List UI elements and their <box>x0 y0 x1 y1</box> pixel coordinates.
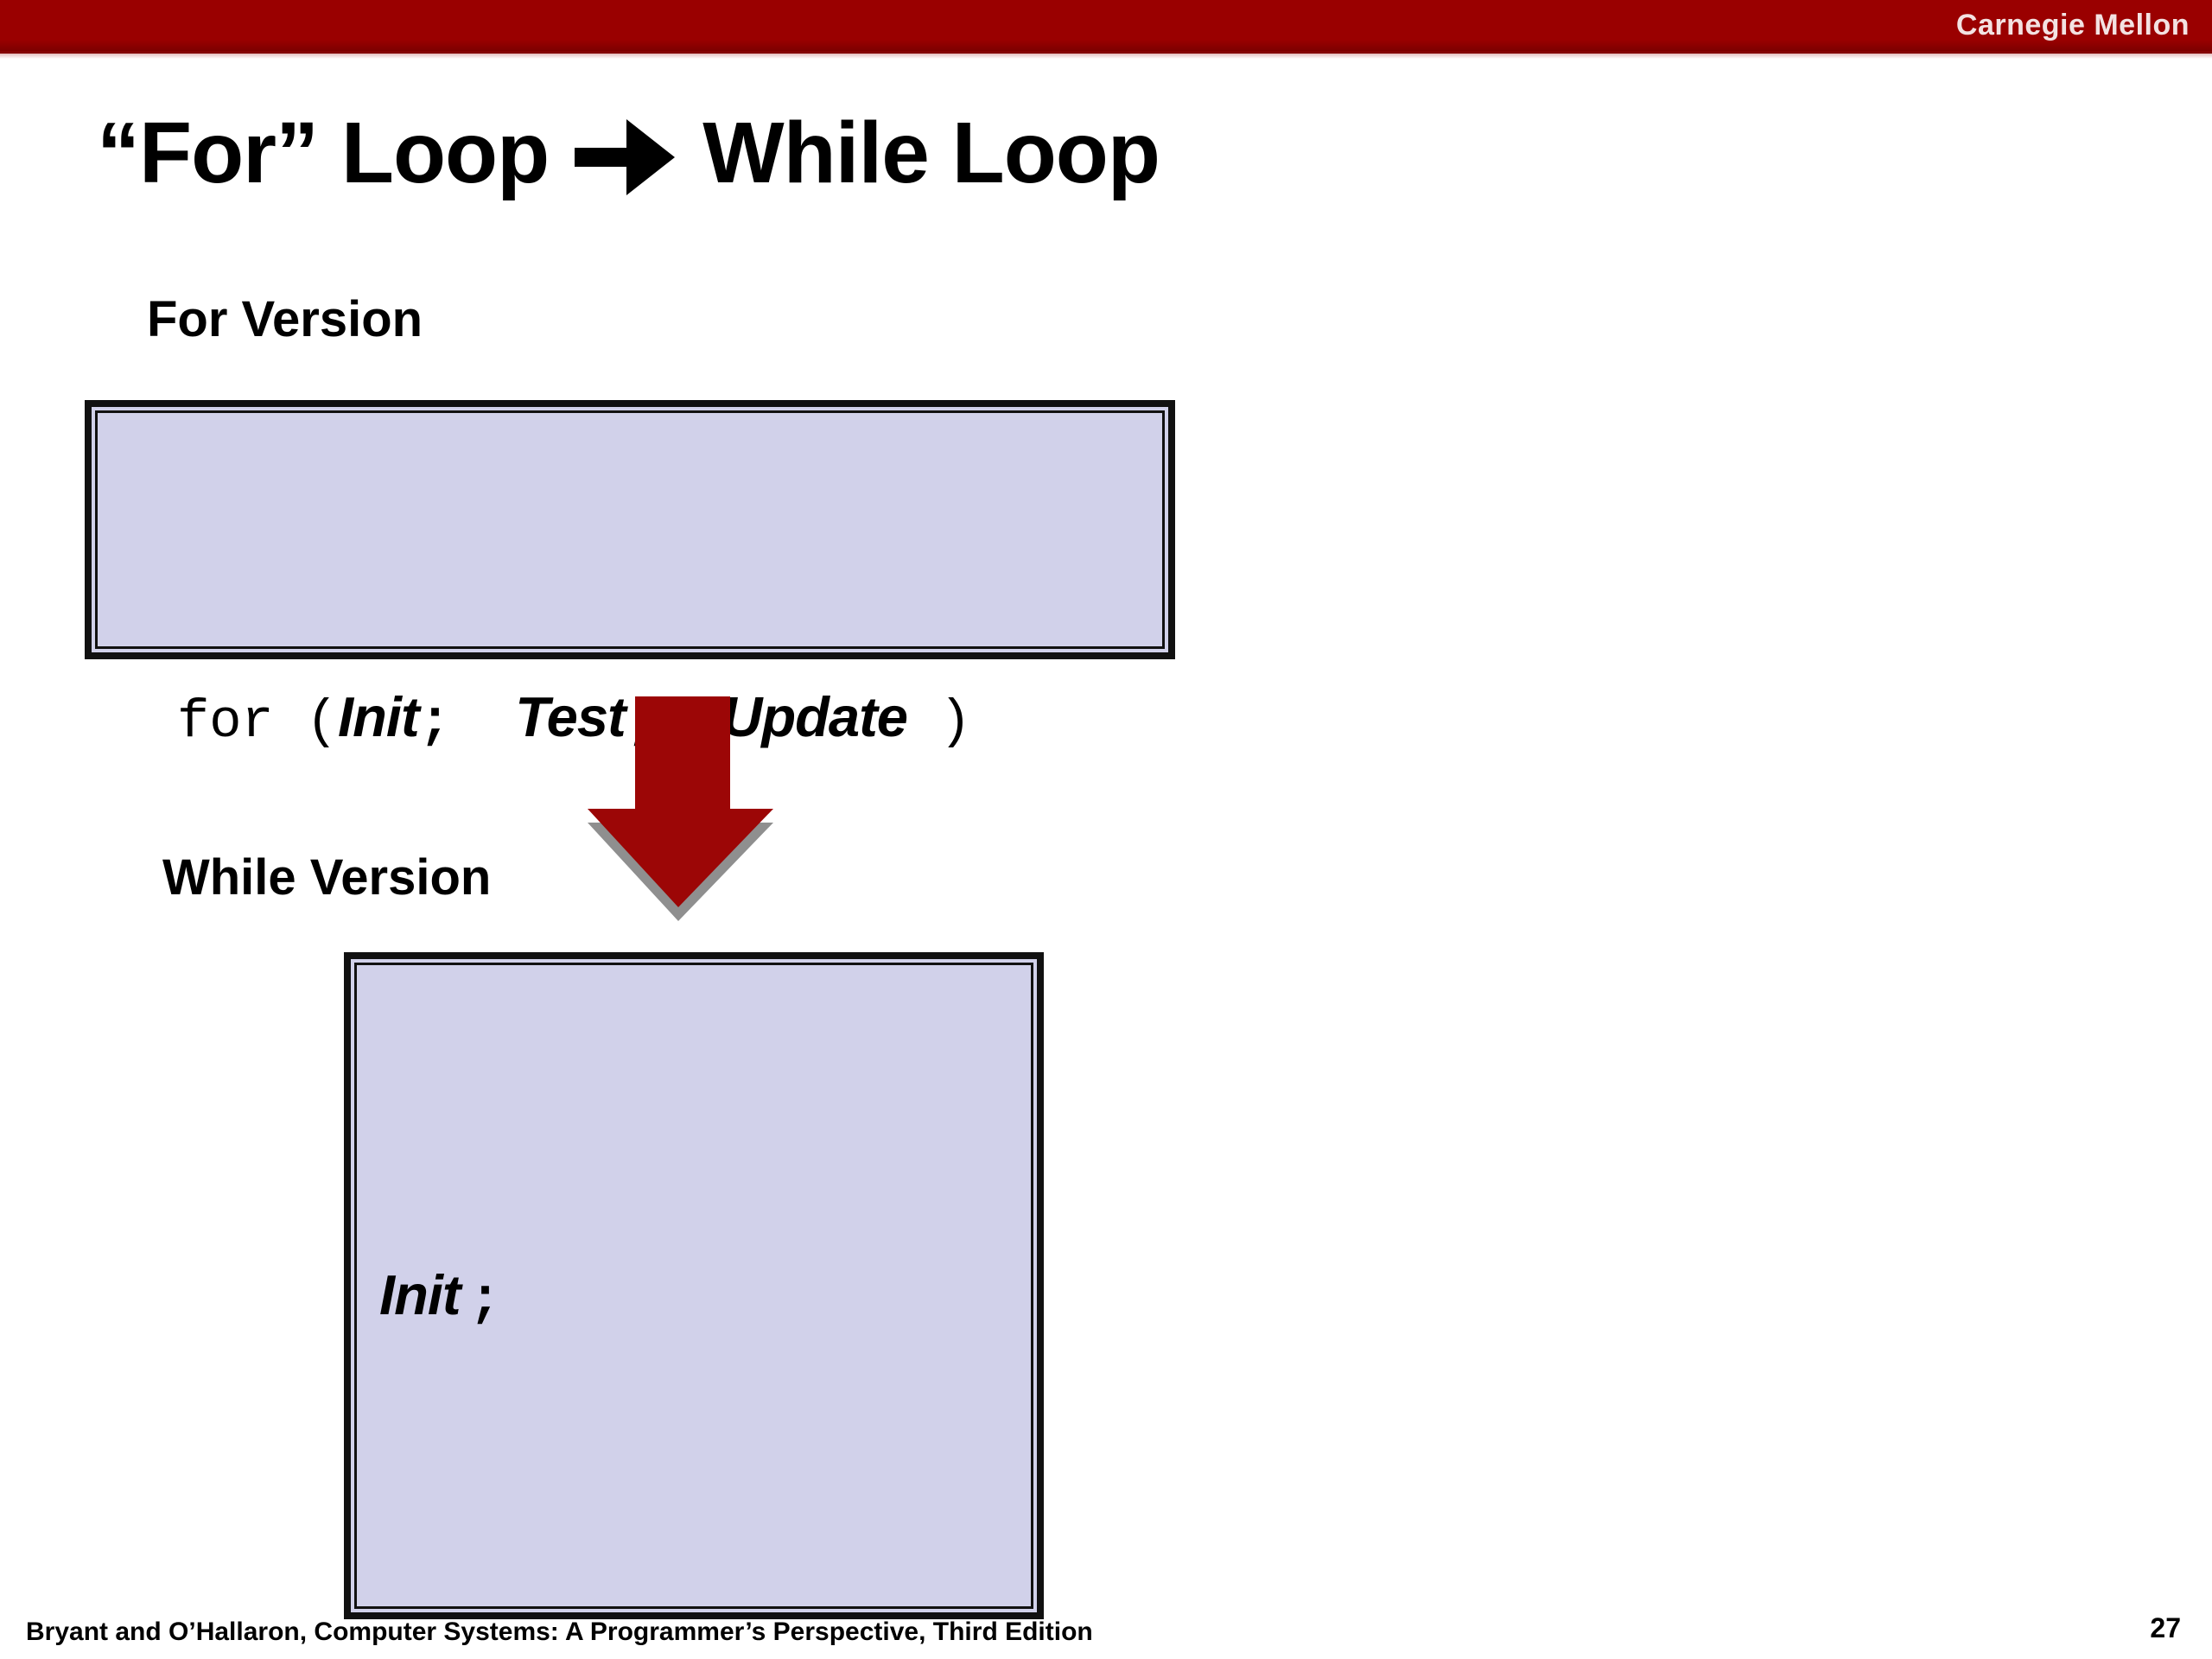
init-token: Init <box>379 1263 461 1326</box>
for-open-token: for ( <box>177 691 339 753</box>
right-arrow-icon <box>575 118 676 195</box>
while-code-box: Init; while (Test ) { Body Update; } <box>344 952 1044 1619</box>
for-code-content: for (Init; Test; Update ) Body <box>95 410 1165 1116</box>
while-code-content: Init; while (Test ) { Body Update; } <box>354 963 1033 1609</box>
page-title: “For” Loop While Loop <box>97 104 1160 203</box>
while-code-line-init: Init; <box>379 1230 1031 1366</box>
for-code-line-header: for (Init; Test; Update ) <box>177 657 1162 783</box>
banner-bar: Carnegie Mellon <box>0 0 2212 59</box>
footer-attribution: Bryant and O’Hallaron, Computer Systems:… <box>26 1618 1093 1646</box>
separator-token: ; <box>418 691 516 753</box>
brand-text: Carnegie Mellon <box>1955 8 2190 41</box>
down-arrow-icon <box>588 696 773 921</box>
test-token: Test <box>515 685 626 748</box>
for-code-box: for (Init; Test; Update ) Body <box>85 400 1175 1116</box>
for-version-label: For Version <box>147 291 423 347</box>
page-number: 27 <box>2150 1612 2181 1643</box>
title-after-arrow: While Loop <box>702 105 1160 201</box>
while-version-label: While Version <box>162 849 492 906</box>
close-paren-token: ) <box>906 691 972 753</box>
title-before-arrow: “For” Loop <box>97 105 550 201</box>
update-token: Update <box>721 685 908 748</box>
semicolon-token: ; <box>468 1269 501 1331</box>
init-token: Init <box>338 685 420 748</box>
